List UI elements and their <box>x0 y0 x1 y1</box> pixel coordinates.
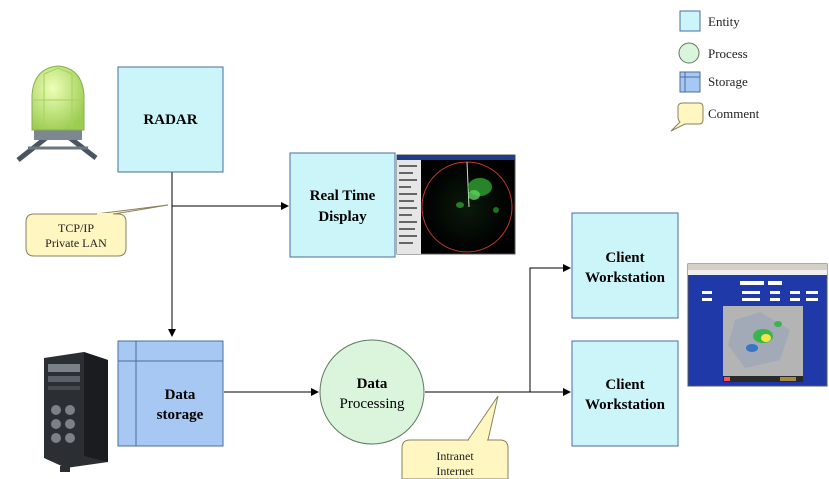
client-workstation-2: Client Workstation <box>571 340 679 447</box>
comment-tcpip-line2: Private LAN <box>45 236 107 250</box>
connectors <box>168 172 571 396</box>
legend-process-swatch <box>678 42 700 64</box>
legend-entity-label: Entity <box>708 14 740 29</box>
client1-label-line1: Client <box>605 250 644 266</box>
server-tower-illustration <box>44 352 108 472</box>
storage-label-line2: storage <box>157 407 204 423</box>
processing-to-client1-arrow <box>529 264 571 392</box>
realtime-display-entity: Real Time Display <box>289 152 396 258</box>
legend: Entity Process Storage Comment <box>670 10 760 132</box>
comment-tcpip: TCP/IP Private LAN <box>25 204 169 257</box>
comment-intranet-line2: Internet <box>436 464 474 478</box>
client2-label-line1: Client <box>605 377 644 393</box>
radar-dome-illustration <box>16 65 98 162</box>
legend-process-label: Process <box>708 46 748 61</box>
client1-label-line2: Workstation <box>585 270 666 286</box>
data-storage-node: Data storage <box>117 340 224 447</box>
storage-label-line1: Data <box>165 387 196 403</box>
legend-comment-label: Comment <box>708 106 760 121</box>
comment-intranet-line1: Intranet <box>436 449 474 463</box>
comment-tcpip-line1: TCP/IP <box>58 221 94 235</box>
processing-label-line1: Data <box>357 376 388 392</box>
legend-entity-swatch <box>679 10 701 32</box>
legend-storage-label: Storage <box>708 74 748 89</box>
processing-label-line2: Processing <box>340 396 405 412</box>
client2-label-line2: Workstation <box>585 397 666 413</box>
radar-label: RADAR <box>143 112 197 128</box>
client-workstation-1: Client Workstation <box>571 212 679 319</box>
radar-screen-thumbnail <box>396 154 516 255</box>
web-client-thumbnail <box>687 263 828 387</box>
legend-storage-swatch <box>679 71 701 93</box>
comment-intranet: Intranet Internet <box>401 395 509 479</box>
legend-comment-swatch <box>670 102 704 132</box>
realtime-label-line1: Real Time <box>310 188 376 204</box>
realtime-label-line2: Display <box>318 209 367 225</box>
radar-entity: RADAR <box>117 66 224 173</box>
data-processing-node: Data Processing <box>319 339 425 445</box>
